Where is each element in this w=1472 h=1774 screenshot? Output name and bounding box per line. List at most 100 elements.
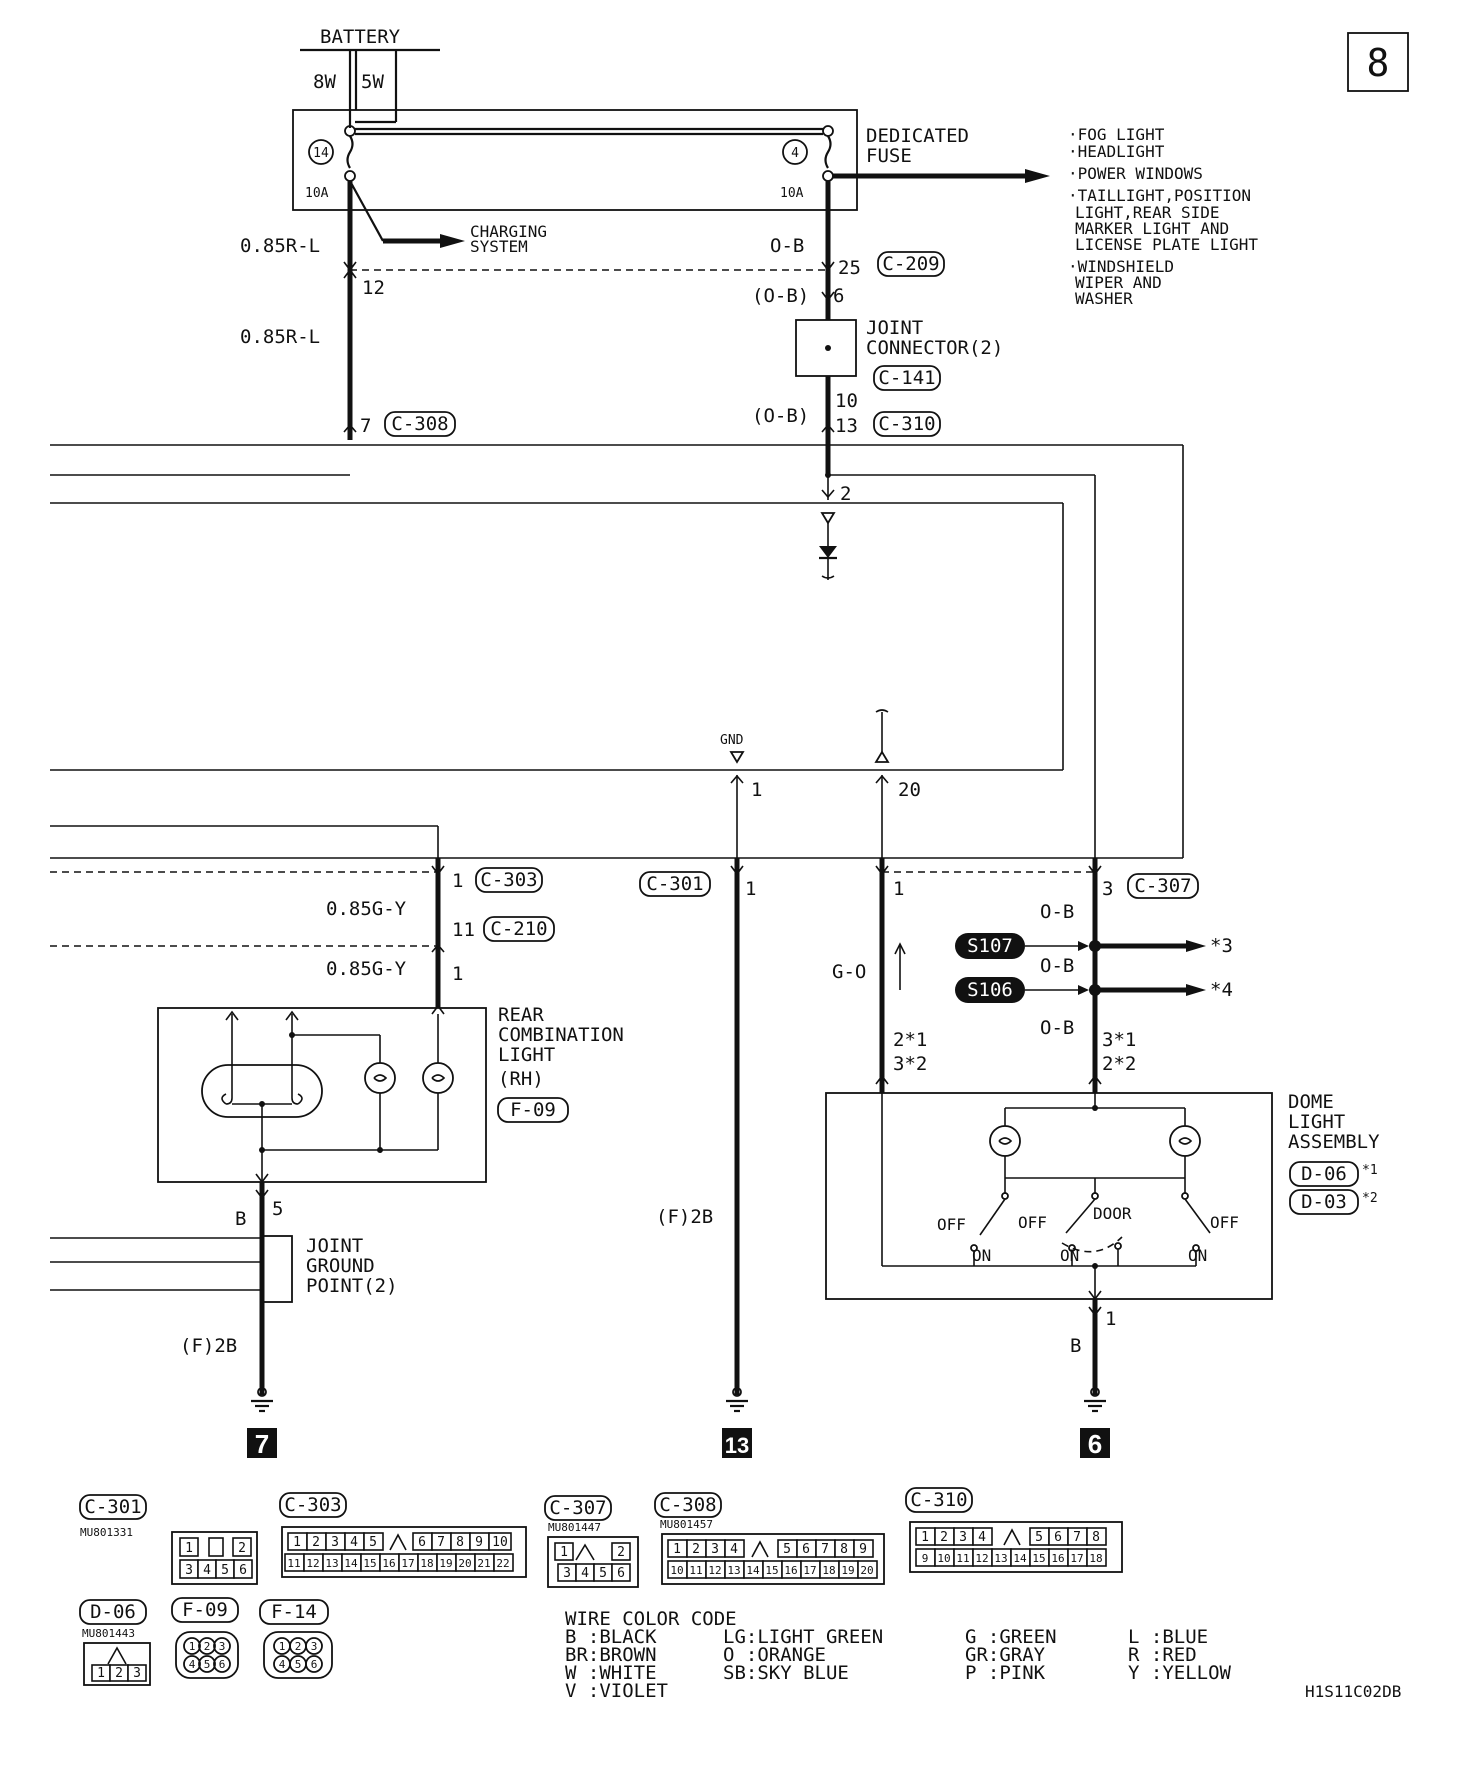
svg-text:6: 6 xyxy=(1054,1530,1062,1545)
svg-text:B :BLACK: B :BLACK xyxy=(565,1626,657,1648)
connector-c209-tag xyxy=(877,251,945,277)
svg-text:D-06: D-06 xyxy=(1301,1163,1347,1185)
svg-text:15: 15 xyxy=(1032,1552,1045,1565)
ref3-label: *3 xyxy=(1210,935,1233,957)
document-code: H1S11C02DB xyxy=(1305,1682,1401,1701)
splice-s107-badge xyxy=(955,933,1025,959)
svg-text:7: 7 xyxy=(437,1535,445,1550)
dome-on-3: ON xyxy=(1188,1246,1207,1265)
svg-text:5: 5 xyxy=(1035,1530,1043,1545)
svg-text:·TAILLIGHT,POSITION: ·TAILLIGHT,POSITION xyxy=(1068,186,1251,205)
svg-text:2: 2 xyxy=(238,1541,246,1556)
svg-text:3: 3 xyxy=(331,1535,339,1550)
svg-text:C-141: C-141 xyxy=(878,367,935,389)
dome-off-2: OFF xyxy=(1018,1213,1047,1232)
ground-ref-13 xyxy=(722,1428,752,1458)
svg-text:5: 5 xyxy=(221,1563,229,1578)
charging-label-2: SYSTEM xyxy=(470,237,528,256)
rear-lamp-2-icon xyxy=(422,1062,454,1094)
svg-text:5: 5 xyxy=(295,1658,302,1671)
svg-text:10: 10 xyxy=(492,1535,508,1550)
wire-o-b-label-6: O-B xyxy=(1040,1017,1074,1039)
pin-6: 6 xyxy=(833,285,844,307)
svg-text:1: 1 xyxy=(279,1640,286,1653)
svg-text:O :ORANGE: O :ORANGE xyxy=(723,1644,826,1666)
ref3-arrow-icon xyxy=(1186,940,1206,952)
svg-text:5: 5 xyxy=(204,1658,211,1671)
svg-text:F-14: F-14 xyxy=(271,1601,317,1623)
svg-text:11: 11 xyxy=(956,1552,969,1565)
dome-switch-2 xyxy=(1065,1198,1096,1234)
rear-label-4: (RH) xyxy=(498,1068,544,1090)
jgp-label-2: GROUND xyxy=(306,1255,375,1277)
connector-d03-tag xyxy=(1289,1189,1359,1215)
svg-text:C-308: C-308 xyxy=(659,1494,716,1516)
svg-text:18: 18 xyxy=(822,1564,835,1577)
ground-ref-7 xyxy=(247,1428,277,1458)
svg-text:·HEADLIGHT: ·HEADLIGHT xyxy=(1068,142,1165,161)
d06-note: *1 xyxy=(1362,1163,1378,1178)
svg-text:C-310: C-310 xyxy=(878,413,935,435)
connector-view-c310: C-310 1 2 3 4 5 6 7 8 9 10 11 12 13 14 1… xyxy=(905,1487,1123,1573)
fuse-8w-label: 8W xyxy=(313,71,336,93)
svg-text:11: 11 xyxy=(287,1557,300,1570)
connector-c210-tag xyxy=(483,916,555,942)
fuse-4-element xyxy=(824,135,832,169)
svg-text:14: 14 xyxy=(313,146,329,161)
dome-lamp-1-icon xyxy=(989,1125,1021,1157)
svg-text:14: 14 xyxy=(344,1557,358,1570)
svg-text:4: 4 xyxy=(350,1535,358,1550)
rear-label-3: LIGHT xyxy=(498,1044,555,1066)
svg-text:WIPER AND: WIPER AND xyxy=(1075,273,1162,292)
svg-text:15: 15 xyxy=(363,1557,376,1570)
svg-text:1: 1 xyxy=(293,1535,301,1550)
fuse-5w-label: 5W xyxy=(361,71,384,93)
svg-text:2: 2 xyxy=(940,1530,948,1545)
page-number-box xyxy=(1347,32,1409,92)
wire-o-b-label-5: O-B xyxy=(1040,955,1074,977)
svg-text:C-310: C-310 xyxy=(910,1489,967,1511)
svg-text:1: 1 xyxy=(97,1666,105,1681)
wire-o-b-label-4: O-B xyxy=(1040,901,1074,923)
svg-text:16: 16 xyxy=(784,1564,797,1577)
dome-label-3: ASSEMBLY xyxy=(1288,1131,1380,1153)
pin-7: 7 xyxy=(360,415,371,437)
svg-text:3: 3 xyxy=(185,1563,193,1578)
ground-ref-6 xyxy=(1080,1428,1110,1458)
dome-on-2: ON xyxy=(1060,1246,1079,1265)
dome-light-assembly-box xyxy=(825,1092,1273,1300)
dedicated-fuse-label-2: FUSE xyxy=(866,145,912,167)
svg-text:C-210: C-210 xyxy=(490,918,547,940)
fuse-4-amp: 10A xyxy=(780,186,804,201)
connector-view-c301: C-301 MU801331 1 2 3 4 5 6 xyxy=(79,1494,258,1585)
wire-f2b-label-1: (F)2B xyxy=(180,1335,237,1357)
fuse-14-amp: 10A xyxy=(305,186,329,201)
svg-text:MU801331: MU801331 xyxy=(80,1526,133,1539)
pin-3-c307: 3 xyxy=(1102,878,1113,900)
svg-text:C-307: C-307 xyxy=(549,1497,606,1519)
svg-text:17: 17 xyxy=(401,1557,414,1570)
dedicated-fuse-box xyxy=(292,109,858,211)
gnd-label: GND xyxy=(720,733,744,748)
svg-text:L :BLUE: L :BLUE xyxy=(1128,1626,1208,1648)
fuse-14-element xyxy=(346,135,354,169)
svg-text:1: 1 xyxy=(921,1530,929,1545)
svg-text:5: 5 xyxy=(783,1542,791,1557)
dome-lamp-2-icon xyxy=(1169,1125,1201,1157)
svg-text:9: 9 xyxy=(475,1535,483,1550)
svg-text:Y :YELLOW: Y :YELLOW xyxy=(1128,1662,1232,1684)
jgp-label-3: POINT(2) xyxy=(306,1275,398,1297)
svg-text:4: 4 xyxy=(978,1530,986,1545)
svg-text:16: 16 xyxy=(1051,1552,1064,1565)
svg-text:11: 11 xyxy=(689,1564,702,1577)
svg-text:14: 14 xyxy=(746,1564,760,1577)
svg-text:18: 18 xyxy=(420,1557,433,1570)
joint-connector-label-1: JOINT xyxy=(866,317,923,339)
svg-text:·POWER WINDOWS: ·POWER WINDOWS xyxy=(1068,164,1203,183)
svg-text:13: 13 xyxy=(727,1564,740,1577)
svg-text:4: 4 xyxy=(730,1542,738,1557)
rear-label-2: COMBINATION xyxy=(498,1024,624,1046)
connector-c141-tag xyxy=(873,365,941,391)
pin-25: 25 xyxy=(838,257,861,279)
